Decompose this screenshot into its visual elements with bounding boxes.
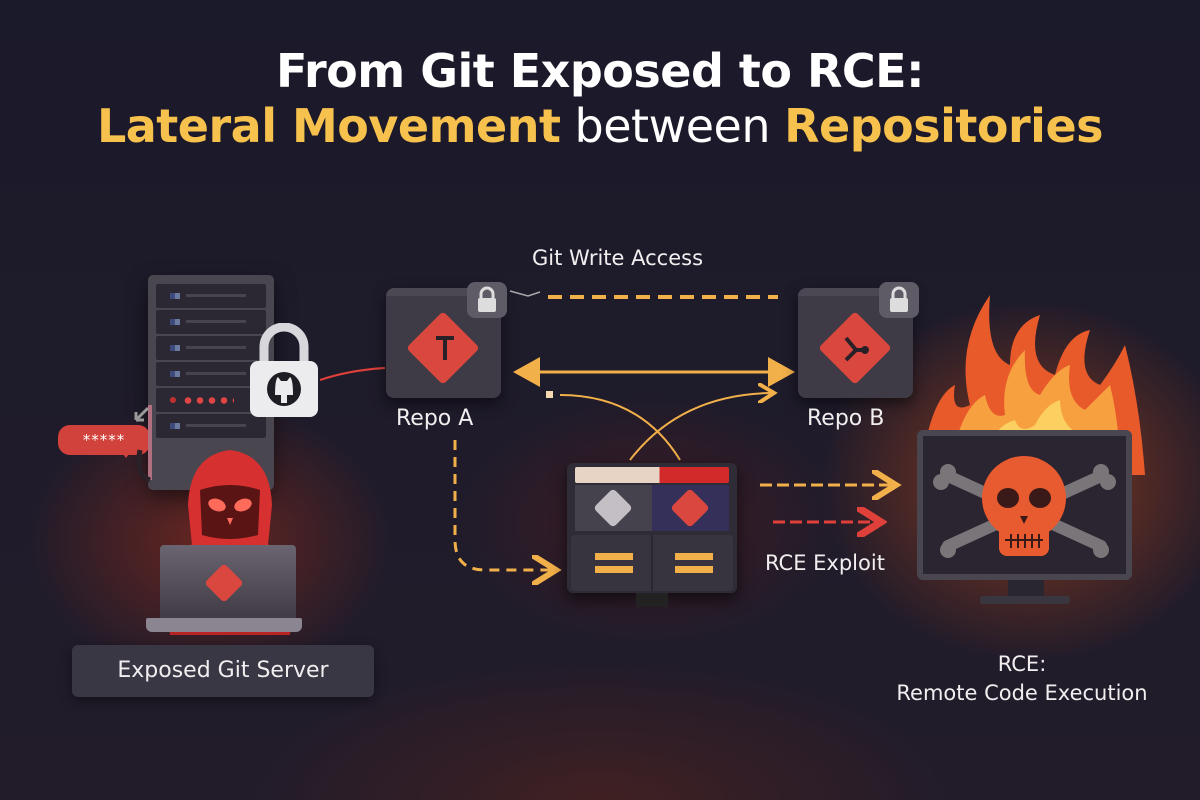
rce-label-line-1: RCE:	[997, 652, 1047, 676]
laptop-screen	[160, 545, 296, 627]
repo-a-node[interactable]	[386, 282, 507, 398]
skull-crossbones-icon	[933, 456, 1116, 558]
repo-b-node[interactable]	[798, 282, 919, 398]
lock-icon	[879, 282, 919, 318]
repo-b-label: Repo B	[807, 406, 885, 431]
lock-icon	[467, 282, 507, 318]
monitor-stand	[636, 593, 668, 607]
laptop-base	[146, 618, 302, 632]
rce-monitor[interactable]	[917, 430, 1132, 580]
server-rack	[148, 275, 274, 490]
write-access-label: Git Write Access	[532, 246, 704, 270]
title-line-2: Lateral Movement between Repositories	[96, 99, 1104, 154]
exploit-label: RCE Exploit	[765, 551, 885, 575]
server-to-repo-a-link	[319, 367, 386, 381]
password-bubble: *****	[58, 425, 150, 458]
github-padlock-icon	[250, 323, 318, 417]
page-title: From Git Exposed to RCE: Lateral Movemen…	[0, 44, 1200, 154]
repo-a-label: Repo A	[396, 406, 474, 431]
rce-monitor-stand	[1008, 580, 1044, 598]
server-label: Exposed Git Server	[72, 645, 374, 697]
git-icon	[204, 563, 244, 603]
hook-icon	[134, 405, 152, 483]
rce-label: RCE: Remote Code Execution	[0, 650, 1200, 709]
rce-label-line-2: Remote Code Execution	[896, 681, 1148, 706]
title-line-1: From Git Exposed to RCE:	[276, 44, 925, 98]
rce-monitor-base	[980, 596, 1070, 604]
repo-a-to-pipeline-edge	[453, 440, 550, 570]
pipeline-monitor[interactable]	[567, 463, 737, 593]
